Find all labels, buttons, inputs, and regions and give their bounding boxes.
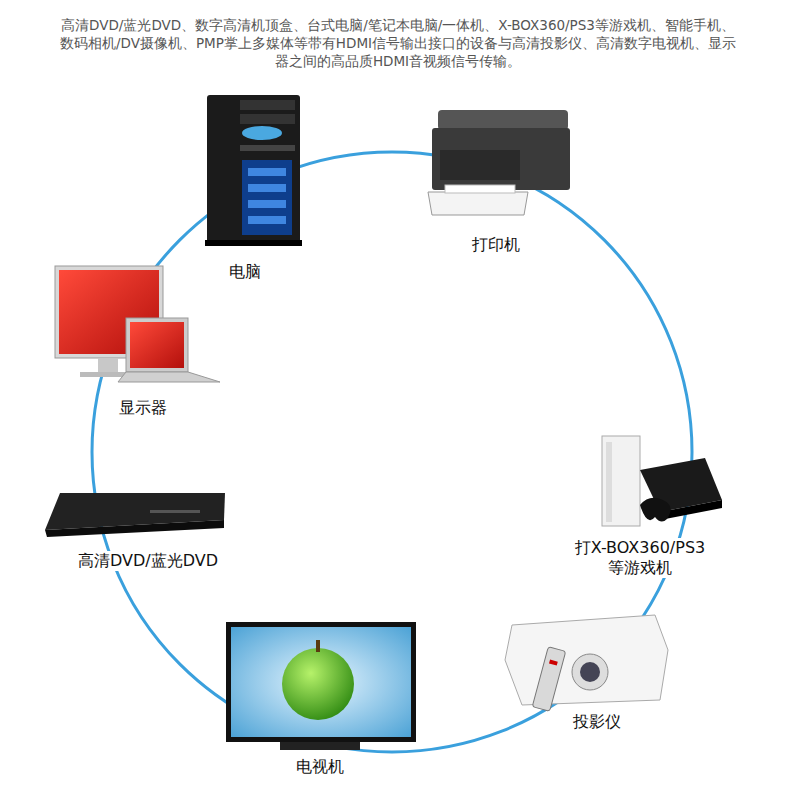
device-label: 显示器 [116,398,170,418]
television [226,622,416,750]
device-label: 打印机 [469,235,523,255]
title-text: 高清DVD/蓝光DVD、数字高清机顶盒、台式电脑/笔记本电脑/一体机、X-BOX… [55,16,741,70]
device-label: 打X-BOX360/PS3 等游戏机 [562,538,718,578]
device-label: 高清DVD/蓝光DVD [75,551,221,571]
dvd-player [45,493,225,537]
projector [505,615,668,711]
printer [428,110,570,215]
ring-line [92,152,692,752]
computer-tower [205,95,302,246]
game-console [602,436,722,526]
device-label: 电脑 [226,262,264,282]
device-label: 投影仪 [570,712,624,732]
device-label: 电视机 [293,757,347,777]
monitor [55,266,220,382]
